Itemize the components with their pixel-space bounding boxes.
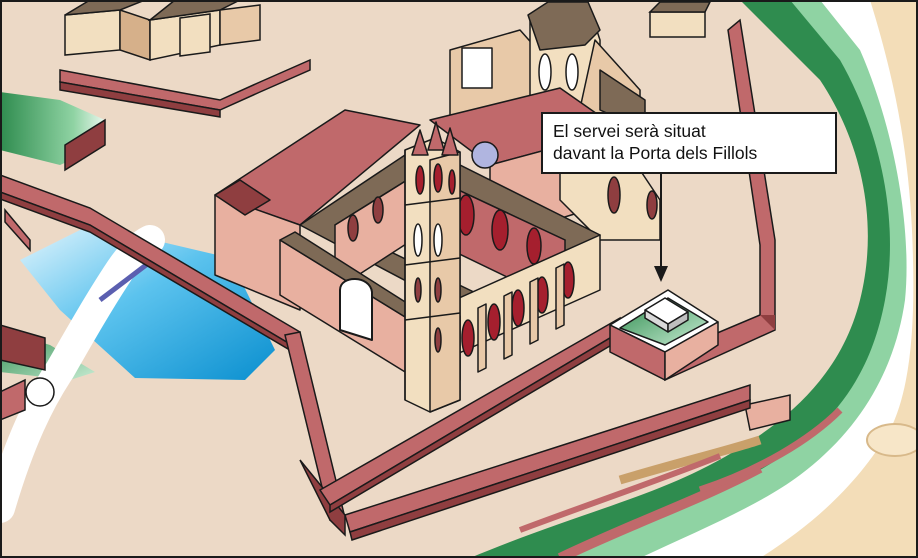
north-walls: [59, 58, 311, 172]
outer-walls: [0, 174, 751, 541]
gatehouse-left: [0, 324, 46, 371]
callout-box: El servei serà situat davant la Porta de…: [541, 112, 837, 174]
callout-line-2: davant la Porta dels Fillols: [553, 143, 758, 163]
hillside-terraces: [470, 0, 918, 558]
pond: [20, 225, 275, 380]
service-booth-icon: [609, 289, 719, 381]
road: [0, 225, 165, 523]
arrow-down-icon: [654, 174, 668, 282]
callout-line-1: El servei serà situat: [553, 121, 706, 141]
cathedral-complex: [214, 1, 661, 413]
houses-top-left: [64, 0, 712, 62]
